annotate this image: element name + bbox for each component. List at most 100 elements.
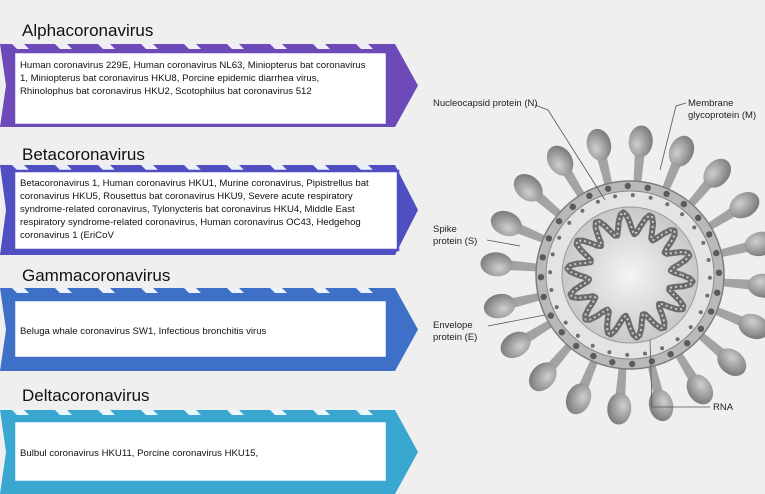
spike-head [483, 293, 516, 319]
envelope-protein [590, 343, 595, 348]
chevron-tick [270, 410, 287, 415]
chevron-tick [55, 288, 72, 293]
membrane-protein [586, 192, 593, 199]
membrane-protein [604, 185, 612, 192]
membrane-protein [555, 218, 563, 225]
membrane-protein [539, 254, 546, 261]
membrane-protein [558, 329, 565, 336]
membrane-protein [537, 274, 545, 281]
chevron-tick [227, 410, 244, 415]
membrane-protein [706, 231, 713, 238]
rna-coil-highlight [566, 211, 694, 339]
chevron-tick [184, 410, 201, 415]
chevron-tick [98, 44, 115, 49]
envelope-protein [675, 337, 680, 342]
chevron-tick [141, 44, 158, 49]
chevron-tick [270, 44, 287, 49]
spike-head [565, 383, 592, 415]
chevron-tick [184, 288, 201, 293]
spike-head [747, 273, 765, 298]
envelope-protein [613, 194, 617, 199]
heading-alphacoronavirus: Alphacoronavirus [22, 21, 154, 40]
envelope-protein [625, 352, 630, 357]
chevron-tick [55, 410, 72, 415]
membrane-protein [624, 182, 631, 190]
envelope-protein [575, 333, 580, 338]
chevron-tick [313, 288, 330, 293]
deltacoronavirus-members: Bulbul coronavirus HKU11, Porcine corona… [20, 448, 259, 459]
chevron-tick [184, 44, 201, 49]
leader-rna [649, 339, 710, 408]
member-box [12, 50, 389, 127]
envelope-protein [549, 288, 554, 292]
leader-nucleocapsid [534, 104, 606, 201]
spike-head [717, 348, 747, 377]
member-box [12, 419, 389, 484]
envelope-protein [630, 193, 635, 198]
chevron-tick [227, 288, 244, 293]
spike-head [738, 313, 765, 340]
chevron-tick [356, 288, 373, 293]
chevron-tick [141, 288, 158, 293]
spike-head [648, 389, 674, 422]
envelope-protein [692, 225, 697, 230]
membrane-protein [697, 325, 705, 332]
heading-gammacoronavirus: Gammacoronavirus [22, 266, 171, 285]
envelope-protein [607, 350, 612, 355]
leader-membrane [659, 102, 687, 171]
chevron-tick [12, 288, 29, 293]
betacoronavirus-members: Betacoronavirus 1, Human coronavirus HKU… [20, 178, 369, 241]
spike-head [628, 125, 653, 158]
spike-head [686, 374, 714, 405]
chevron-tick [356, 44, 373, 49]
member-box [12, 169, 400, 252]
spike-head [607, 392, 632, 425]
chevron-tick [55, 44, 72, 49]
membrane-protein [547, 312, 554, 319]
envelope-protein [548, 270, 553, 275]
chevron-tick [184, 165, 201, 170]
membrane-protein [707, 308, 715, 315]
membrane-protein [648, 358, 656, 365]
envelope-protein [660, 346, 665, 351]
member-box [12, 298, 389, 360]
membrane-protein [684, 340, 691, 347]
label-nucleocapsid: Nucleocapsid protein (N) [433, 98, 538, 109]
chevron-tick [98, 410, 115, 415]
alphacoronavirus-members: Human coronavirus 229E, Human coronaviru… [20, 60, 366, 97]
spike-head [668, 135, 695, 167]
spike-head [490, 210, 522, 237]
spike-head [586, 128, 612, 161]
envelope-protein [550, 252, 555, 257]
chevron-tick [356, 165, 373, 170]
envelope-protein [707, 275, 712, 280]
envelope-protein [567, 220, 572, 225]
gammacoronavirus-members: Beluga whale coronavirus SW1, Infectious… [20, 326, 267, 337]
envelope-protein [665, 202, 670, 207]
heading-deltacoronavirus: Deltacoronavirus [22, 386, 150, 405]
membrane-protein [663, 190, 670, 198]
label-envelope: Envelope protein (E) [433, 320, 478, 343]
heading-betacoronavirus: Betacoronavirus [22, 145, 145, 164]
membrane-protein [629, 360, 636, 368]
membrane-protein [715, 269, 723, 276]
envelope-protein [705, 293, 710, 298]
virion-core [561, 206, 699, 344]
leader-spike [486, 239, 521, 247]
membrane-protein [680, 200, 687, 208]
spike-head [480, 252, 513, 277]
chevron-tick [12, 44, 29, 49]
membrane-protein [695, 214, 702, 221]
leader-envelope [487, 314, 546, 327]
chevron-tick [313, 44, 330, 49]
label-spike: Spike protein (S) [433, 224, 478, 247]
envelope-protein [643, 351, 647, 356]
chevron-tick [55, 165, 72, 170]
chevron-tick [313, 165, 330, 170]
spike-head [500, 331, 531, 359]
spike-head [703, 158, 732, 188]
membrane-protein [667, 351, 674, 358]
